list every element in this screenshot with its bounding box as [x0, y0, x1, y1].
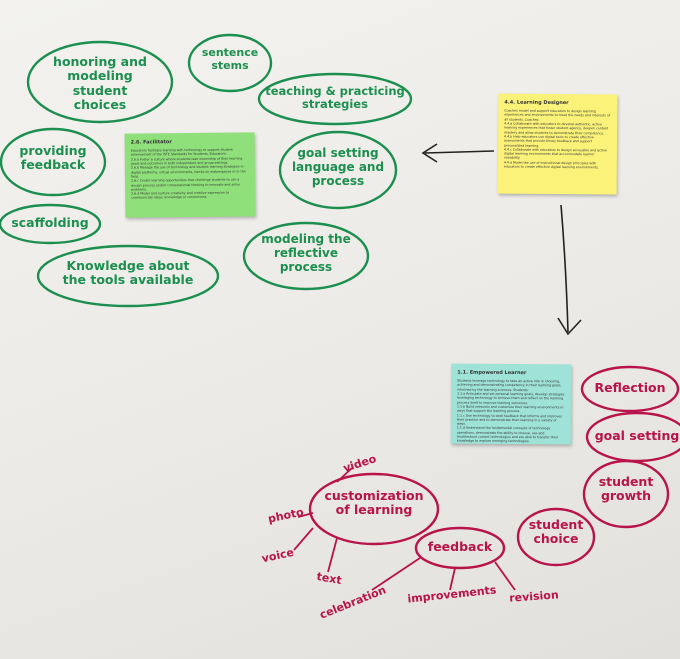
empowered-note-title: 1.1. Empowered Learner [457, 369, 527, 377]
designer-note: 4.4. Learning Designer Coaches model and… [497, 93, 618, 195]
scaffolding-bubble-outline [0, 203, 102, 245]
scaffolding-bubble-text: scaffolding [11, 215, 89, 230]
modeling-bubble-text: modeling the reflective process [261, 232, 351, 274]
spoke-text [327, 537, 338, 573]
sentence-bubble-text: sentence stems [201, 46, 259, 72]
feedback-bubble-text: providing feedback [19, 143, 87, 173]
feedback-bubble-outline [0, 127, 107, 197]
feedback2-bubble-text: feedback [427, 539, 493, 554]
knowledge-bubble-outline [36, 244, 220, 308]
growth-bubble-outline [582, 459, 670, 529]
feedback2-bubble-outline [414, 526, 506, 570]
reflection-bubble-outline [580, 365, 680, 413]
arrow-to-empowered [560, 204, 569, 333]
customization-bubble-outline [308, 472, 440, 546]
spoke-voice [293, 527, 314, 551]
designer-note-title: 4.4. Learning Designer [504, 99, 569, 107]
sentence-bubble-outline [187, 33, 273, 93]
facilitator-note: 2.6. Facilitator Educators facilitate le… [124, 132, 256, 218]
knowledge-bubble-text: Knowledge about the tools available [62, 258, 194, 288]
customization-bubble-text: customization of learning [324, 488, 424, 518]
spoke-photo [297, 512, 314, 518]
facilitator-note-title: 2.6. Facilitator [130, 139, 172, 146]
teaching-bubble-text: teaching & practicing strategies [265, 84, 405, 112]
choice-bubble-text: student choice [528, 517, 584, 547]
spoke-improvements [449, 567, 456, 591]
teaching-bubble-outline [257, 72, 413, 126]
spoke-revision [494, 561, 516, 591]
designer-note-body: Coaches model and support educators to d… [503, 108, 610, 170]
arrowhead-left [421, 143, 438, 163]
modeling-bubble-outline [242, 221, 370, 291]
empowered-note: 1.1. Empowered Learner Students leverage… [450, 363, 572, 445]
facilitator-note-body: Educators facilitate learning with techn… [130, 147, 246, 201]
goalsetting-bubble-text: goal setting language and process [291, 146, 385, 188]
reflection-bubble-text: Reflection [594, 380, 666, 395]
honoring-bubble-text: honoring and modeling student choices [53, 54, 147, 113]
spoke-celebration [371, 557, 421, 591]
spoke-video [336, 467, 353, 483]
empowered-note-body: Students leverage technology to take an … [456, 378, 565, 444]
goalsetting-bubble-outline [278, 130, 398, 210]
arrow-to-facilitator [424, 150, 495, 154]
choice-bubble-outline [516, 507, 596, 567]
goal-bubble-text: goal setting [594, 428, 680, 443]
arrowhead-down [557, 317, 582, 336]
honoring-bubble-outline [26, 40, 174, 124]
growth-bubble-text: student growth [598, 474, 654, 504]
